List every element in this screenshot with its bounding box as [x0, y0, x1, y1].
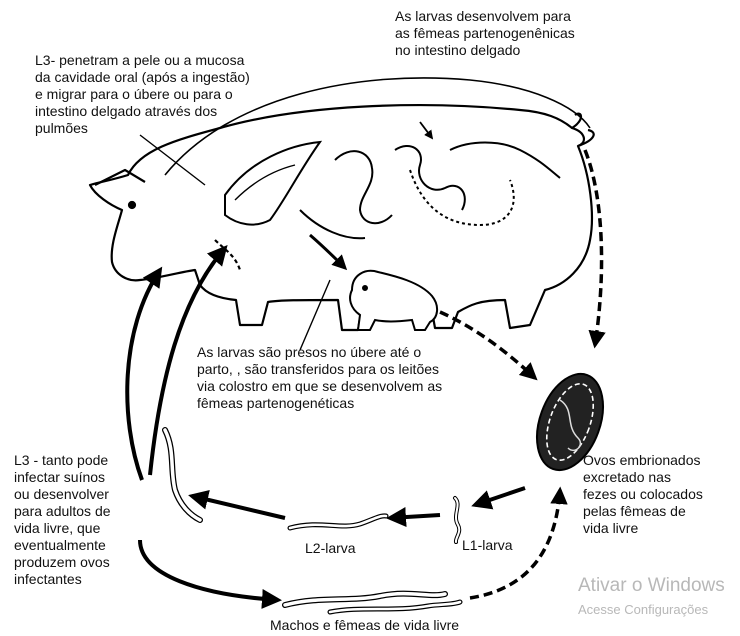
- label-l3-penetration: L3- penetram a pele ou a mucosa da cavid…: [35, 52, 250, 137]
- arrow-udder-to-piglet: [310, 235, 345, 268]
- label-larvae-udder: As larvas são presos no úbere até o part…: [197, 344, 442, 412]
- label-eggs: Ovos embrionados excretado nas fezes ou …: [583, 452, 703, 537]
- arrow-l1-to-l2: [390, 515, 440, 518]
- label-larvae-intestine: As larvas desenvolvem para as fêmeas par…: [395, 8, 575, 59]
- larva-l2: [290, 516, 386, 528]
- label-l2-larva: L2-larva: [305, 540, 356, 557]
- arrow-l2-to-l3: [192, 496, 285, 518]
- piglet-illustration: [350, 271, 437, 330]
- larva-l1: [455, 498, 459, 542]
- label-free-living: Machos e fêmeas de vida livre: [270, 617, 459, 634]
- arrow-eggs-to-l1: [475, 488, 525, 505]
- pointer-udder-label: [300, 280, 330, 350]
- sow-illustration: [90, 105, 594, 330]
- sow-organs: [225, 142, 560, 238]
- arrow-to-intestine-tip: [420, 122, 432, 138]
- windows-activation-watermark-title: Ativar o Windows: [578, 575, 725, 597]
- free-living-adults: [285, 594, 460, 612]
- larva-l3: [165, 430, 200, 520]
- arrow-l3-to-adults: [140, 540, 278, 600]
- windows-activation-watermark-subtitle: Acesse Configurações: [578, 602, 708, 617]
- label-l1-larva: L1-larva: [462, 537, 513, 554]
- label-l3-infect: L3 - tanto pode infectar suínos ou desen…: [14, 452, 111, 588]
